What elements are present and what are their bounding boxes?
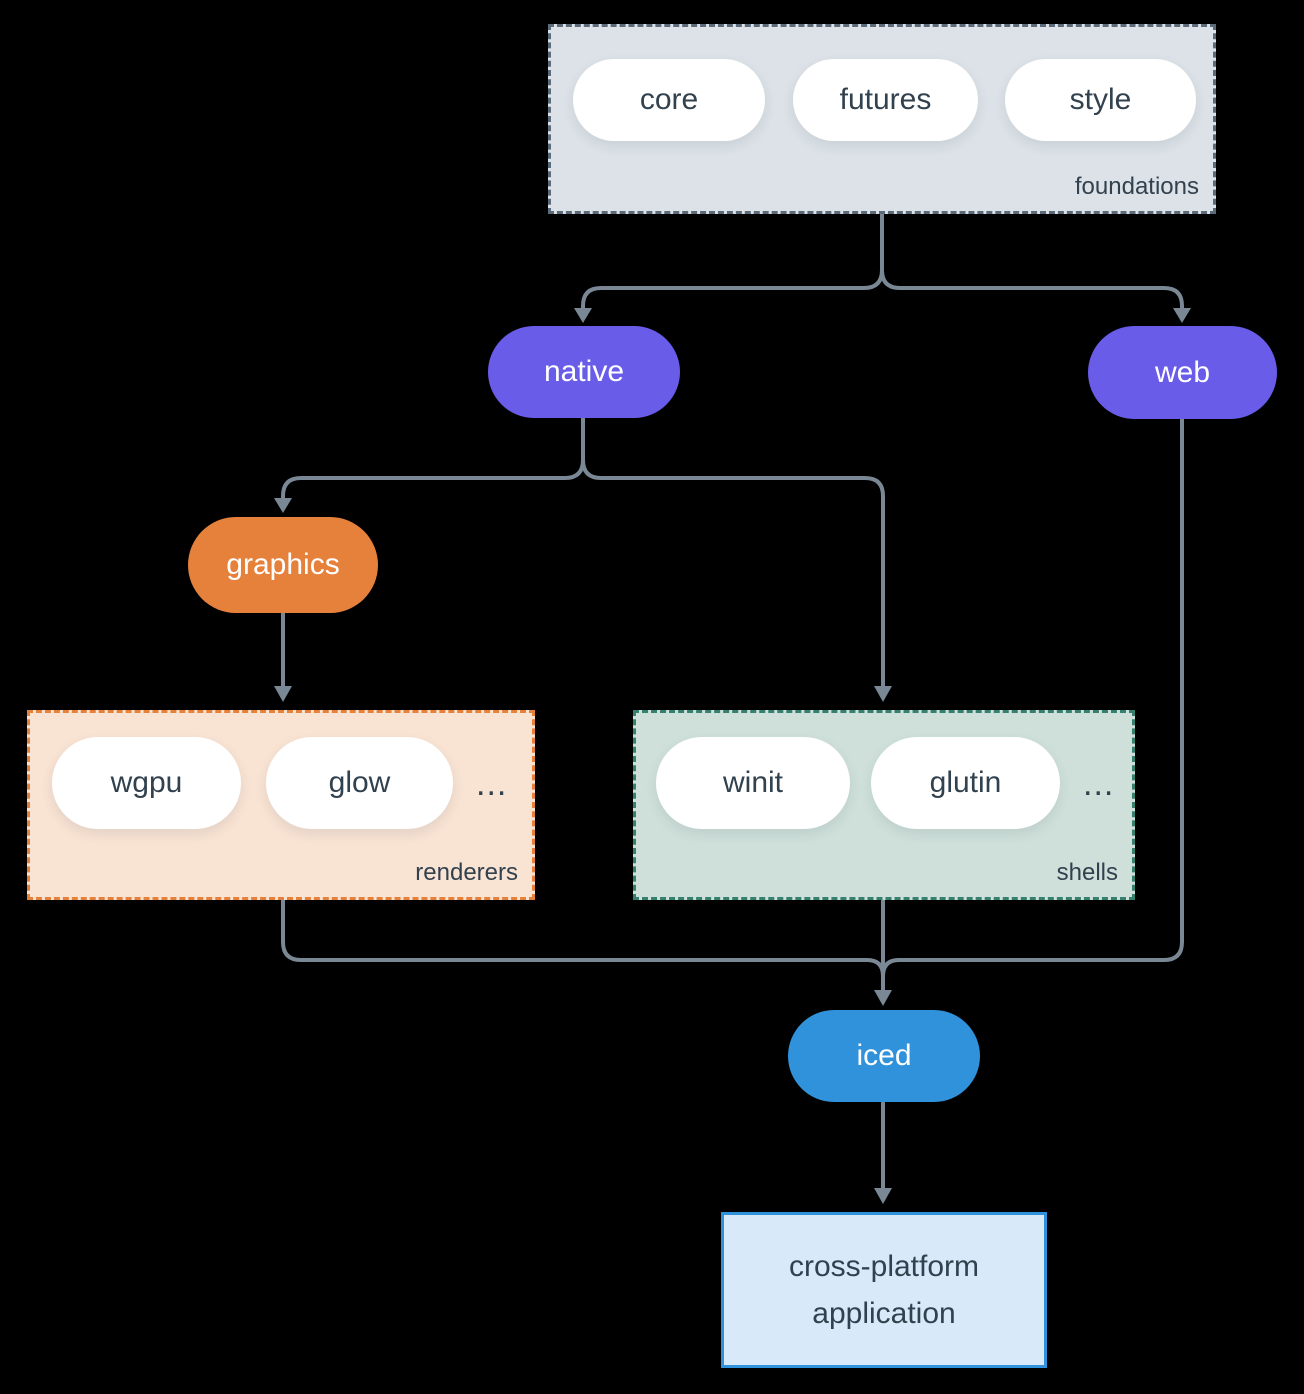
application-label-line2: application	[812, 1297, 956, 1330]
renderers-box: wgpu glow ... renderers	[27, 710, 535, 900]
node-web: web	[1088, 326, 1277, 419]
shells-box: winit glutin ... shells	[633, 710, 1135, 900]
node-wgpu: wgpu	[52, 737, 241, 829]
edge-foundations-native	[574, 212, 884, 323]
node-glutin: glutin	[871, 737, 1060, 829]
edge-foundations-web	[880, 212, 1191, 323]
foundations-label: foundations	[1074, 173, 1199, 200]
node-graphics: graphics	[188, 517, 378, 613]
shells-label: shells	[1056, 859, 1118, 886]
application-box: cross-platform application	[721, 1212, 1047, 1368]
foundations-box: core futures style foundations	[548, 24, 1216, 214]
node-winit: winit	[656, 737, 850, 829]
edge-graphics-renderers	[274, 611, 292, 702]
renderers-label: renderers	[415, 859, 518, 886]
shells-more-indicator: ...	[1083, 765, 1115, 803]
edge-iced-application	[874, 1101, 892, 1204]
node-style: style	[1005, 59, 1196, 141]
node-core: core	[573, 59, 765, 141]
renderers-more-indicator: ...	[476, 765, 508, 803]
edge-renderers-iced	[281, 898, 885, 978]
node-futures: futures	[793, 59, 978, 141]
edge-native-shells	[581, 416, 892, 702]
edge-native-graphics	[274, 416, 585, 513]
edge-shells-iced	[874, 898, 892, 1006]
node-native: native	[488, 326, 680, 418]
node-iced: iced	[788, 1010, 980, 1102]
application-label-line1: cross-platform	[788, 1250, 980, 1283]
node-glow: glow	[266, 737, 453, 829]
